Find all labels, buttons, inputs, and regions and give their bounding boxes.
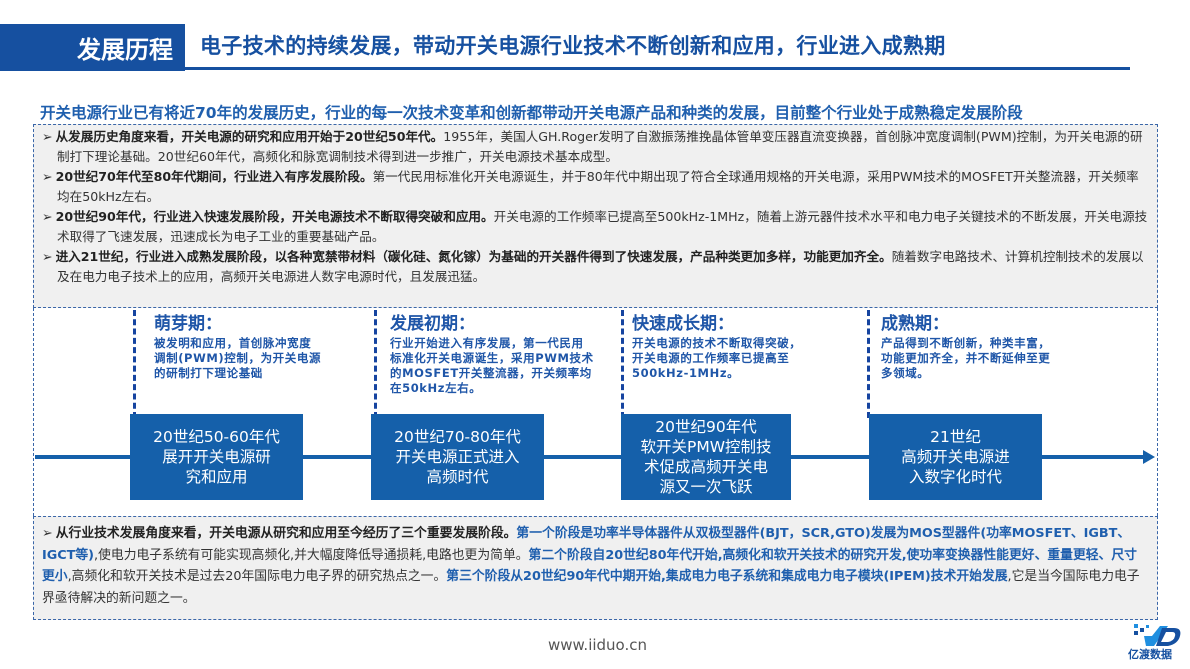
company-logo-text: 亿渡数据 [1128,648,1172,661]
bullet-item: ➢20世纪90年代，行业进入快速发展阶段，开关电源技术不断取得突破和应用。开关电… [42,209,1148,244]
footer-url[interactable]: www.iiduo.cn [548,636,647,654]
stage-divider [133,310,136,418]
arrow-right-icon [1143,450,1155,464]
subtitle: 开关电源行业已有将近70年的发展历史，行业的每一次技术变革和创新都带动开关电源产… [40,104,1023,122]
bullet-item: ➢从发展历史角度来看，开关电源的研究和应用开始于20世纪50年代。1955年，美… [42,129,1143,164]
bullet-item: ➢20世纪70年代至80年代期间，行业进入有序发展阶段。第一代民用标准化开关电源… [42,169,1139,204]
era-box-1950s: 20世纪50-60年代 展开开关电源研 究和应用 [130,414,303,500]
era-box-1990s: 20世纪90年代 软开关PMW控制技 术促成高频开关电 源又一次飞跃 [621,414,791,500]
bullet-item: ➢进入21世纪，行业进入成熟发展阶段，以各种宽禁带材料（碳化硅、氮化镓）为基础的… [42,249,1144,284]
stage-early: 发展初期： 行业开始进入有序发展，第一代民用 标准化开关电源诞生，采用PWM技术… [390,314,594,395]
section-tag: 发展历程 [0,24,185,71]
era-box-1970s: 20世纪70-80年代 开关电源正式进入 高频时代 [371,414,544,500]
stage-title: 萌芽期： [154,314,222,334]
stage-title: 成熟期： [881,314,949,334]
stage-divider [867,310,870,418]
stage-divider [621,310,624,418]
stage-title: 快速成长期： [632,314,734,334]
stage-divider [374,310,377,418]
bullet-arrow-icon: ➢ [42,526,53,541]
summary-panel: ➢从行业技术发展角度来看，开关电源从研究和应用至今经历了三个重要发展阶段。第一个… [33,516,1158,620]
stage-rapid-growth: 快速成长期： 开关电源的技术不断取得突破， 开关电源的工作频率已提高至 500k… [632,314,802,380]
company-logo-icon [1134,624,1181,646]
era-box-21st-century: 21世纪 高频开关电源进 入数字化时代 [869,414,1042,500]
page-title: 电子技术的持续发展，带动开关电源行业技术不断创新和应用，行业进入成熟期 [200,34,946,58]
summary-paragraph: ➢从行业技术发展角度来看，开关电源从研究和应用至今经历了三个重要发展阶段。第一个… [42,526,1140,606]
history-panel: ➢从发展历史角度来看，开关电源的研究和应用开始于20世纪50年代。1955年，美… [33,124,1158,308]
timeline-axis [35,455,1145,459]
bullet-arrow-icon: ➢ [42,129,53,144]
stage-embryonic: 萌芽期： 被发明和应用，首创脉冲宽度 调制(PWM)控制，为开关电源 的研制打下… [154,314,322,380]
bullet-arrow-icon: ➢ [42,169,53,184]
bullet-arrow-icon: ➢ [42,209,53,224]
stage-title: 发展初期： [390,314,475,334]
bullet-arrow-icon: ➢ [42,249,53,264]
title-underline [185,67,1130,70]
stage-mature: 成熟期： 产品得到不断创新，种类丰富， 功能更加齐全，并不断延伸至更 多领域。 [881,314,1051,380]
